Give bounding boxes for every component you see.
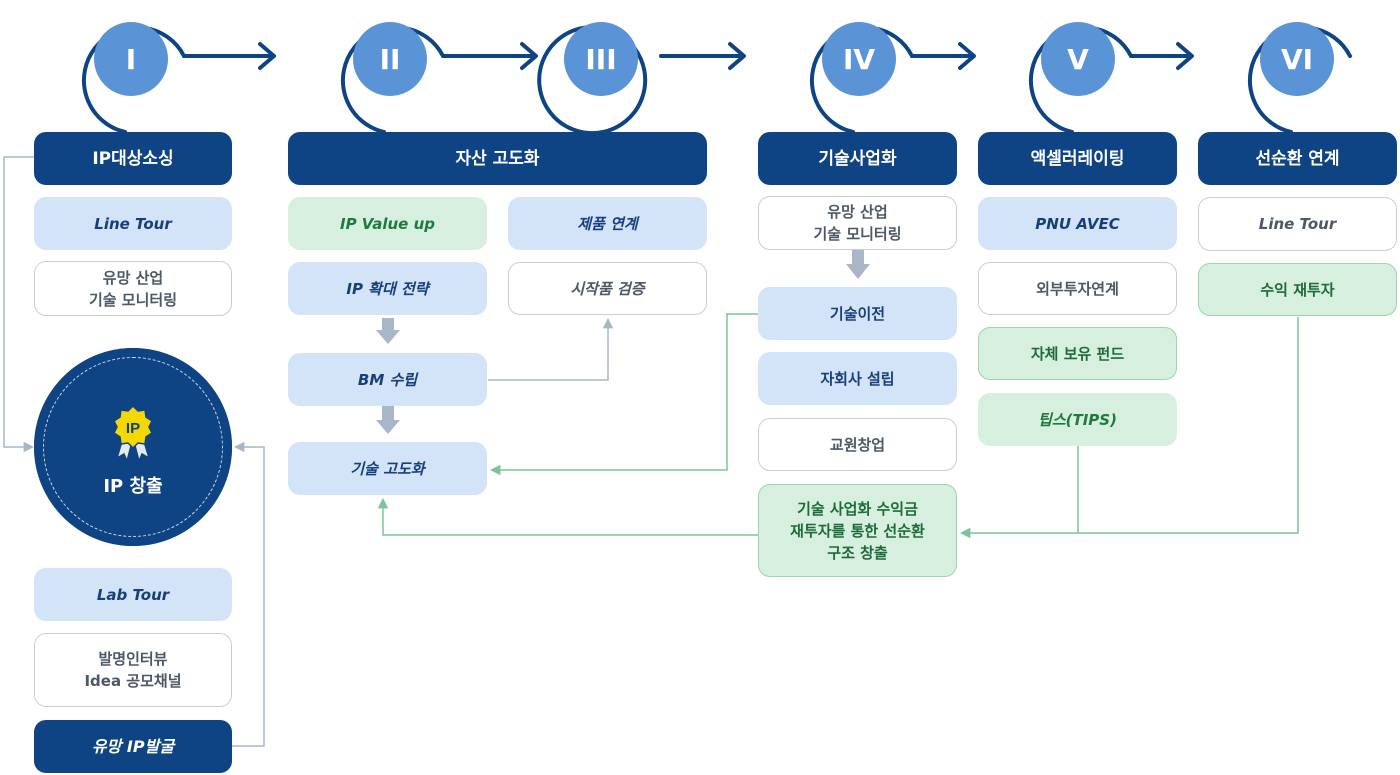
interview-box: 발명인터뷰 Idea 공모채널 — [34, 633, 232, 707]
stage-4: IV — [804, 4, 914, 114]
line-tour-box-2: Line Tour — [1198, 197, 1397, 251]
stage-number: V — [1041, 22, 1115, 96]
stage-number: VI — [1260, 22, 1334, 96]
connector-reinvest-to-advance — [377, 497, 758, 536]
connector-discovery-to-ip — [232, 441, 265, 747]
advance-box: 기술 고도화 — [288, 442, 487, 495]
ip-creation-circle: IP IP 창출 — [34, 348, 232, 546]
stage-number: III — [564, 22, 638, 96]
stage-6: VI — [1242, 4, 1352, 114]
header-sourcing: IP대상소싱 — [34, 132, 232, 185]
monitoring-box-2: 유망 산업 기술 모니터링 — [758, 196, 957, 250]
stage-5: V — [1023, 4, 1133, 114]
monitoring-box: 유망 산업 기술 모니터링 — [34, 261, 232, 316]
reinvest-structure-box: 기술 사업화 수익금 재투자를 통한 선순환 구조 창출 — [758, 484, 957, 577]
ip-circle-dashed-ring — [43, 357, 223, 537]
header-asset: 자산 고도화 — [288, 132, 707, 185]
stage-number: I — [94, 22, 168, 96]
tips-box: 팁스(TIPS) — [978, 393, 1177, 446]
header-circular: 선순환 연계 — [1198, 132, 1397, 185]
own-fund-box: 자체 보유 펀드 — [978, 327, 1177, 380]
header-accelerating: 액셀러레이팅 — [978, 132, 1177, 185]
value-up-box: IP Value up — [288, 197, 487, 250]
ip-badge-text: IP — [126, 420, 140, 437]
stage-2: II — [335, 4, 445, 114]
line-tour-box: Line Tour — [34, 197, 232, 250]
expand-strategy-box: IP 확대 전략 — [288, 262, 487, 315]
bm-box: BM 수립 — [288, 353, 487, 406]
connector-circular-to-reinvest — [959, 317, 1299, 539]
connector-sourcing-to-ip — [3, 156, 35, 453]
avec-box: PNU AVEC — [978, 197, 1177, 250]
stage-number: IV — [822, 22, 896, 96]
discovery-box: 유망 IP발굴 — [34, 720, 232, 773]
subsidiary-box: 자회사 설립 — [758, 352, 957, 405]
connector-transfer-to-advance — [489, 313, 758, 476]
prototype-box: 시작품 검증 — [508, 262, 707, 315]
stage-ring-3 — [537, 25, 648, 136]
stage-rings — [81, 25, 1352, 136]
header-commercial: 기술사업화 — [758, 132, 957, 185]
transfer-box: 기술이전 — [758, 287, 957, 340]
ip-creation-label: IP 창출 — [103, 476, 163, 497]
ip-badge-icon: IP — [113, 404, 153, 464]
connector-bm-to-prototype — [488, 317, 614, 381]
startup-box: 교원창업 — [758, 418, 957, 471]
reinvest-box: 수익 재투자 — [1198, 263, 1397, 316]
stage-1: I — [76, 4, 186, 114]
stage-3: III — [546, 4, 656, 114]
stage-number: II — [353, 22, 427, 96]
lab-tour-box: Lab Tour — [34, 568, 232, 621]
stage-arrows — [182, 42, 1194, 70]
external-invest-box: 외부투자연계 — [978, 262, 1177, 315]
product-link-box: 제품 연계 — [508, 197, 707, 250]
down-arrows — [376, 250, 870, 434]
